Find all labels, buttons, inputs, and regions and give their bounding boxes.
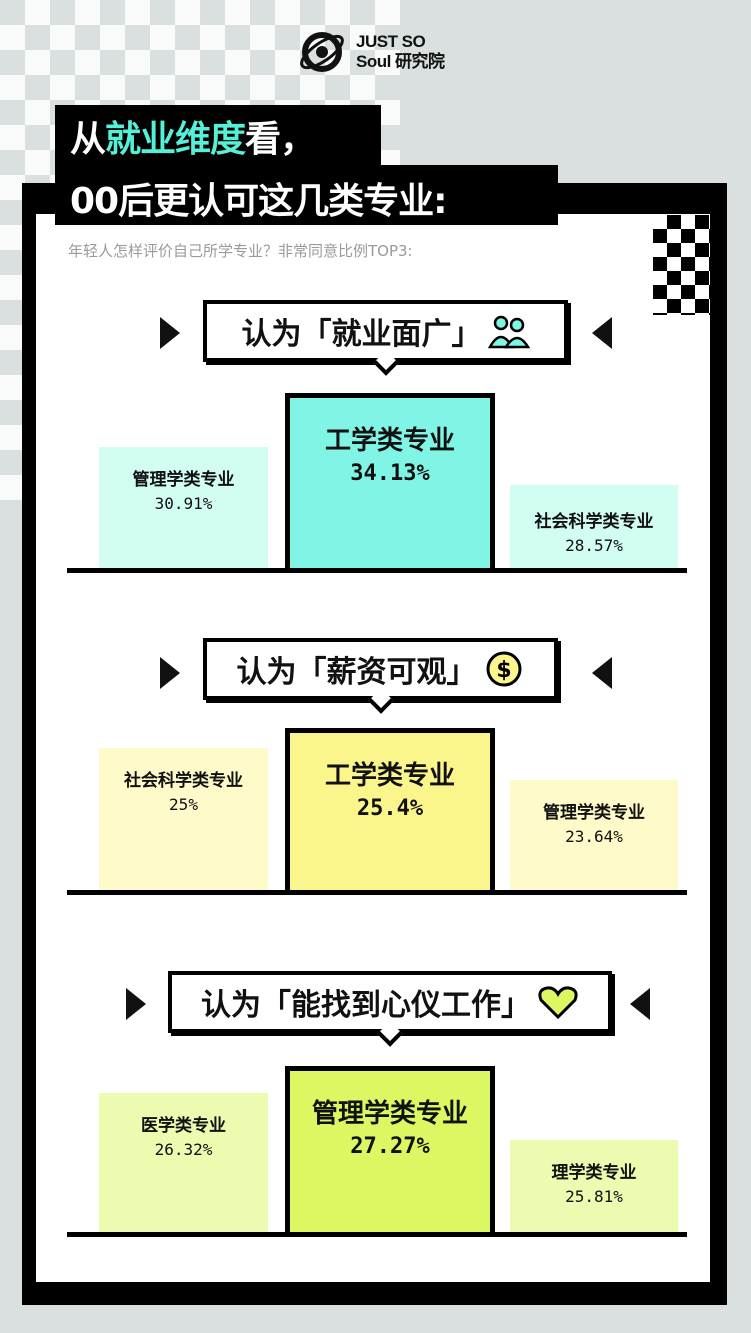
baseline [67, 568, 687, 573]
title-highlight: 就业维度 [105, 119, 246, 160]
arrow-left-icon [592, 317, 612, 349]
bar: 理学类专业 25.81% [510, 1140, 678, 1232]
bar: 医学类专业 26.32% [99, 1093, 268, 1232]
bar-label: 工学类专业 [324, 426, 455, 456]
arrow-left-icon [630, 988, 650, 1020]
bar-label: 工学类专业 [324, 761, 455, 791]
bar-value: 34.13% [350, 461, 430, 486]
section-title: 认为「薪资可观」 [236, 655, 477, 690]
arrow-right-icon [160, 657, 180, 689]
bar-value: 30.91% [154, 494, 213, 513]
bar: 社会科学类专业 28.57% [510, 485, 678, 570]
arrow-right-icon [160, 317, 180, 349]
bar-label: 医学类专业 [141, 1116, 226, 1136]
logo: JUST SO Soul 研究院 [298, 28, 445, 76]
bar-label: 管理学类专业 [311, 1099, 468, 1129]
page-title-line2: 00后更认可这几类专业: [70, 181, 447, 222]
bar-value: 25.81% [565, 1187, 623, 1206]
baseline [67, 890, 687, 895]
logo-line1: JUST SO [356, 32, 426, 51]
bar-value: 28.57% [565, 536, 623, 555]
logo-line2: Soul 研究院 [356, 52, 445, 71]
baseline [67, 1232, 687, 1237]
bar-top: 工学类专业 34.13% [285, 393, 495, 570]
dollar-coin-icon: $ [486, 651, 521, 687]
section-title: 认为「就业面广」 [241, 317, 482, 352]
bar-value: 25% [169, 795, 198, 814]
section-heading: 认为「能找到心仪工作」 [168, 971, 612, 1033]
bar-label: 管理学类专业 [132, 470, 235, 490]
bar-label: 理学类专业 [551, 1163, 637, 1183]
bar-value: 27.27% [350, 1134, 430, 1159]
bar-value: 25.4% [356, 796, 424, 821]
section-heading: 认为「就业面广」 [203, 300, 568, 362]
bar-label: 社会科学类专业 [534, 512, 654, 532]
title-background [55, 165, 558, 225]
title-text: 从 [70, 119, 106, 160]
section-heading: 认为「薪资可观」 $ [203, 638, 558, 700]
bar-label: 管理学类专业 [543, 803, 645, 823]
arrow-right-icon [126, 988, 146, 1020]
checker-decoration [653, 215, 710, 315]
subtitle: 年轻人怎样评价自己所学专业？非常同意比例TOP3: [68, 242, 413, 260]
bar: 社会科学类专业 25% [99, 748, 268, 890]
soul-logo-icon [300, 32, 344, 72]
bar-top: 工学类专业 25.4% [285, 728, 495, 890]
heart-icon [538, 986, 578, 1020]
bar: 管理学类专业 30.91% [99, 447, 268, 570]
bar-value: 26.32% [154, 1140, 213, 1159]
bar-label: 社会科学类专业 [124, 771, 243, 791]
svg-text:$: $ [496, 658, 511, 683]
section-title: 认为「能找到心仪工作」 [201, 988, 531, 1023]
arrow-left-icon [592, 657, 612, 689]
people-icon [487, 315, 530, 349]
bar-value: 23.64% [565, 827, 623, 846]
page-title-line1: 从就业维度看， [70, 110, 316, 162]
title-text: 看， [245, 119, 316, 160]
bar-top: 管理学类专业 27.27% [285, 1066, 495, 1232]
bar: 管理学类专业 23.64% [510, 780, 678, 890]
